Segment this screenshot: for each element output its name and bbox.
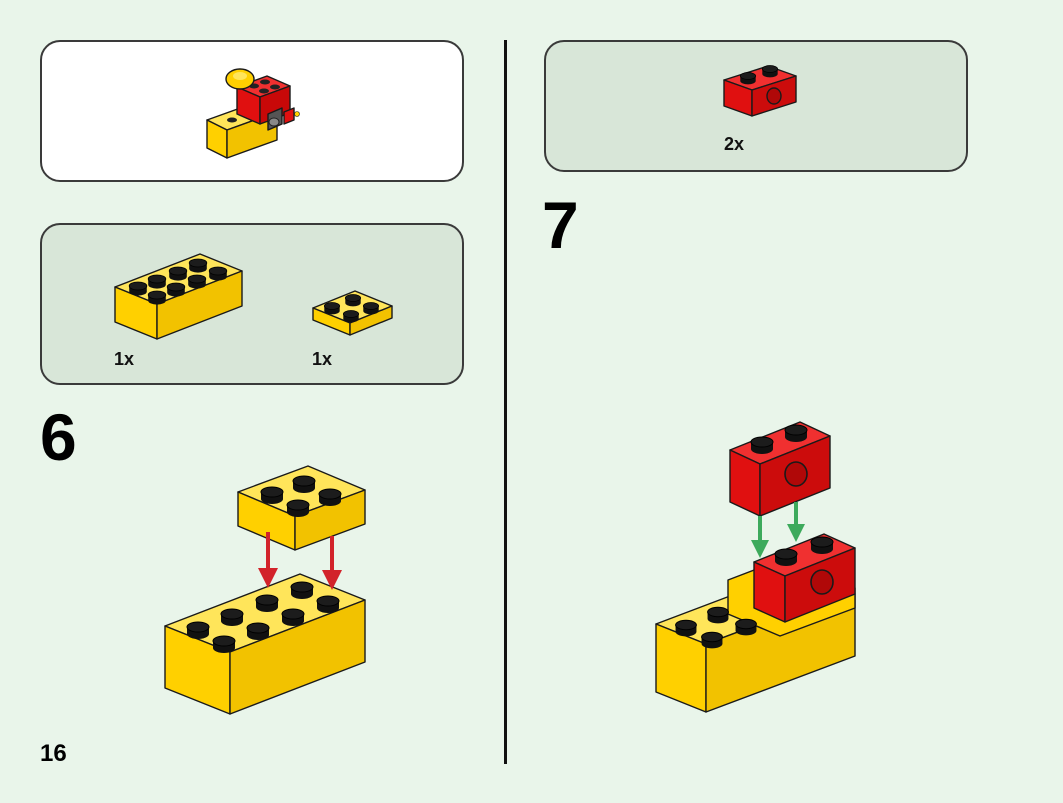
part-yellow-plate-2x2-illustration <box>312 290 393 336</box>
step6-parts-panel: 1x 1x <box>40 223 464 385</box>
step6-number: 6 <box>40 400 77 474</box>
step7-number: 7 <box>542 188 579 262</box>
part-yellow-plate-2x2-qty: 1x <box>312 349 333 369</box>
step7-build-illustration <box>655 421 856 713</box>
previous-step-result-panel <box>40 40 464 182</box>
step7-parts-panel: 2x <box>544 40 968 172</box>
part-yellow-brick-2x4-illustration <box>114 253 243 340</box>
part-red-technic-brick-illustration <box>723 65 797 117</box>
page-number: 16 <box>40 740 67 767</box>
part-yellow-brick-2x4-qty: 1x <box>114 349 135 369</box>
previous-assembly-illustration <box>206 68 300 159</box>
step6-build-illustration <box>164 465 366 715</box>
down-arrow-icon <box>258 532 342 590</box>
column-divider <box>504 40 507 764</box>
part-red-technic-brick-qty: 2x <box>724 134 745 154</box>
down-arrow-icon <box>751 502 805 558</box>
